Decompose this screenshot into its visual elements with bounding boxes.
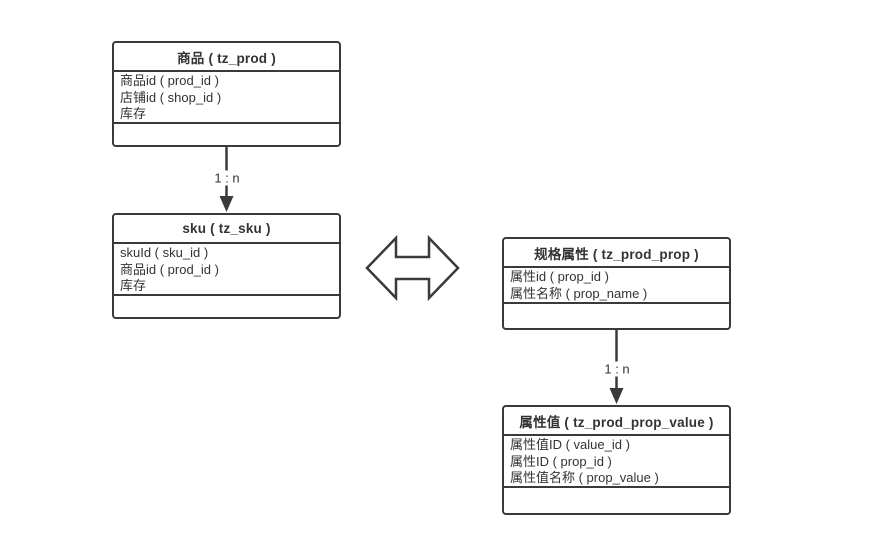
- entity-prod-fields: 商品id ( prod_id ) 店铺id ( shop_id ) 库存: [114, 72, 339, 124]
- entity-prod-prop-value-title: 属性值 ( tz_prod_prop_value ): [504, 407, 729, 436]
- entity-prod: 商品 ( tz_prod ) 商品id ( prod_id ) 店铺id ( s…: [112, 41, 341, 147]
- bidirectional-arrow-icon: [365, 234, 460, 302]
- entity-field: 属性ID ( prop_id ): [510, 453, 612, 469]
- entity-field: 商品id ( prod_id ): [120, 261, 219, 277]
- entity-field: 商品id ( prod_id ): [120, 73, 219, 88]
- entity-field: 库存: [120, 278, 147, 294]
- entity-field: 属性id ( prop_id ): [510, 269, 609, 284]
- entity-field: 属性值名称 ( prop_value ): [510, 470, 659, 486]
- entity-prod-prop-value-fields: 属性值ID ( value_id ) 属性ID ( prop_id ) 属性值名…: [504, 436, 729, 488]
- entity-sku-title: sku ( tz_sku ): [114, 215, 339, 244]
- entity-field: 属性名称 ( prop_name ): [510, 285, 648, 301]
- entity-sku-fields: skuId ( sku_id ) 商品id ( prod_id ) 库存: [114, 244, 339, 296]
- entity-empty-section: [114, 296, 339, 317]
- arrowhead-down-icon: [609, 388, 624, 404]
- entity-prod-title: 商品 ( tz_prod ): [114, 43, 339, 72]
- entity-field: 店铺id ( shop_id ): [120, 89, 222, 105]
- entity-prod-prop-value: 属性值 ( tz_prod_prop_value ) 属性值ID ( value…: [502, 405, 731, 515]
- cardinality-label: 1 : n: [601, 361, 633, 377]
- entity-empty-section: [504, 488, 729, 513]
- entity-empty-section: [504, 304, 729, 328]
- entity-field: skuId ( sku_id ): [120, 245, 209, 260]
- entity-empty-section: [114, 124, 339, 145]
- entity-field: 属性值ID ( value_id ): [510, 437, 630, 452]
- entity-sku: sku ( tz_sku ) skuId ( sku_id ) 商品id ( p…: [112, 213, 341, 319]
- entity-prod-prop: 规格属性 ( tz_prod_prop ) 属性id ( prop_id ) 属…: [502, 237, 731, 330]
- cardinality-label: 1 : n: [211, 170, 243, 186]
- entity-prod-prop-title: 规格属性 ( tz_prod_prop ): [504, 239, 729, 268]
- one-to-many-arrow-prop-value: [609, 330, 624, 404]
- arrowhead-down-icon: [219, 196, 234, 212]
- entity-prod-prop-fields: 属性id ( prop_id ) 属性名称 ( prop_name ): [504, 268, 729, 304]
- entity-field: 库存: [120, 106, 147, 122]
